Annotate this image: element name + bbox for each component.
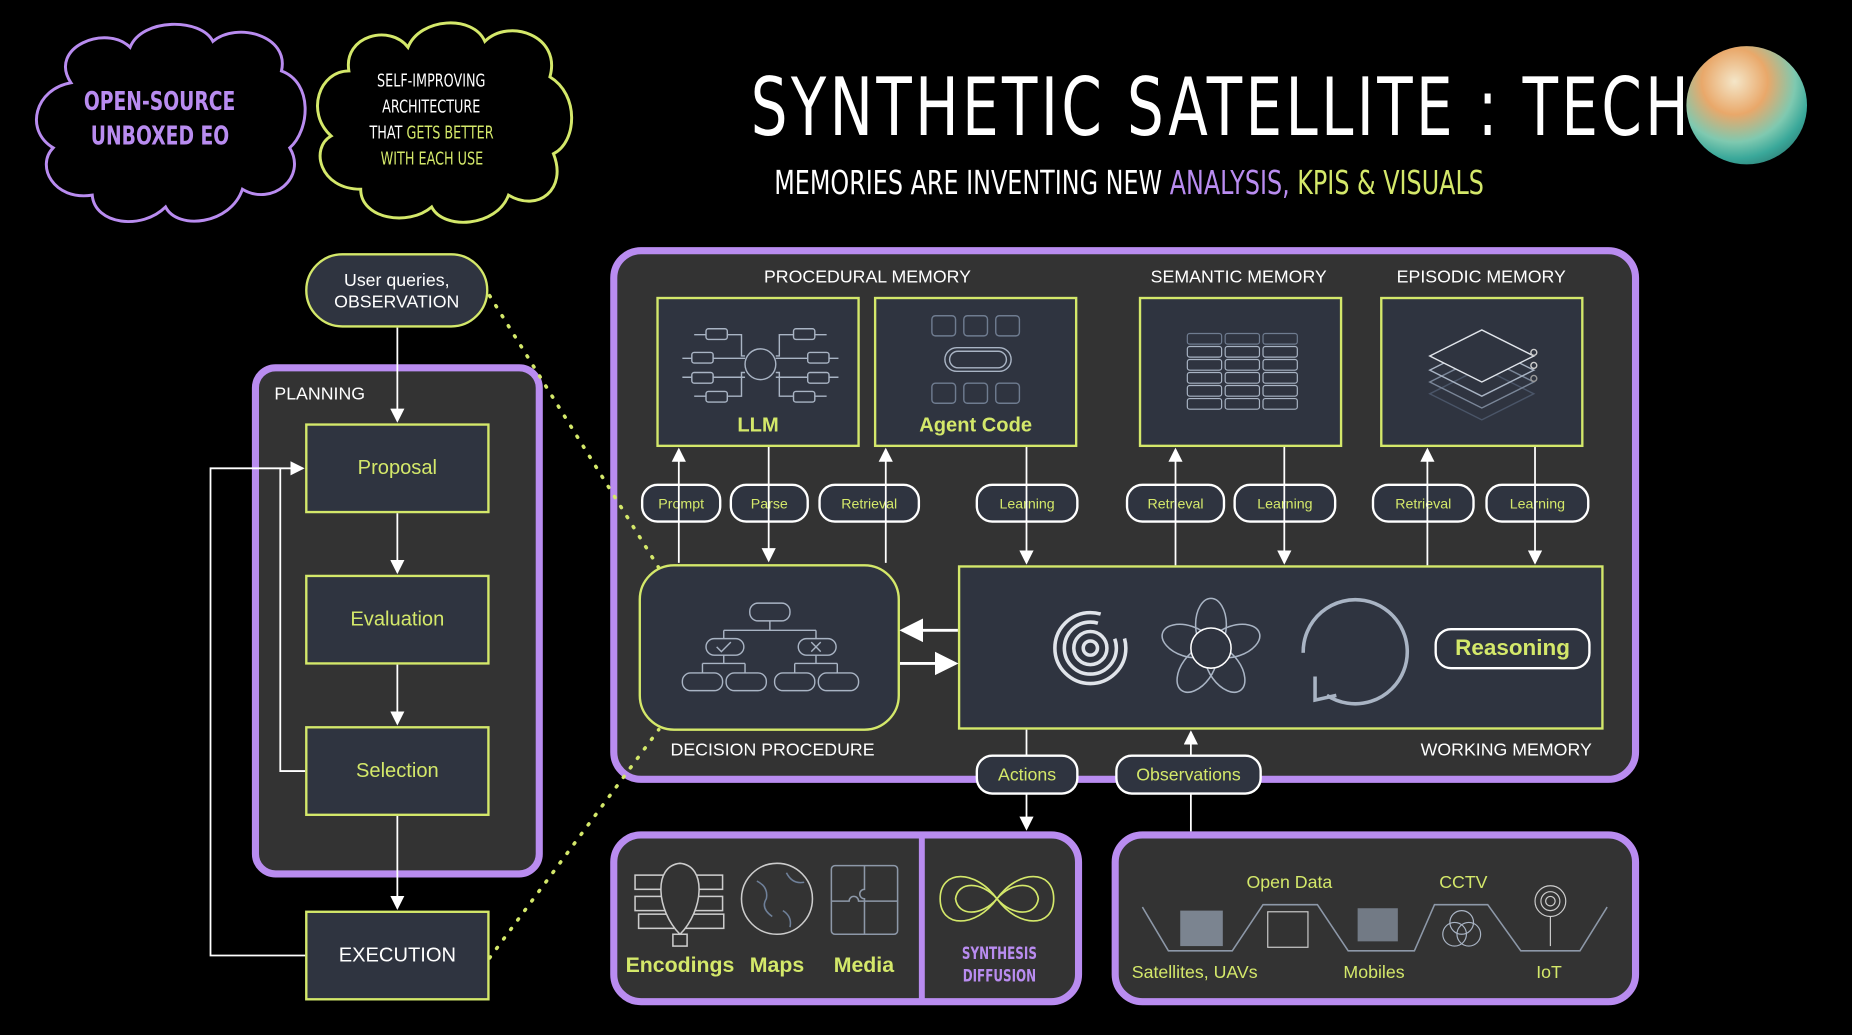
semantic-memory-box xyxy=(1138,296,1343,448)
evaluation-step: Evaluation xyxy=(305,574,490,665)
satellites-uavs-label: Satellites, UAVs xyxy=(1131,962,1258,983)
media-label: Media xyxy=(833,953,895,977)
cctv-icon xyxy=(1442,910,1482,947)
cloud-accent: GETS BETTER xyxy=(406,121,494,144)
grid-cell xyxy=(1224,345,1261,358)
grid-cell xyxy=(1262,397,1298,410)
title-text: SYNTHETIC SATELLITE : TECH xyxy=(750,61,1693,155)
self-improving-cloud: SELF-IMPROVING ARCHITECTURE THAT GETS BE… xyxy=(319,67,544,171)
puzzle-icon xyxy=(830,864,899,936)
cloud-line: THAT xyxy=(369,121,407,144)
synthesis-line: SYNTHESIS xyxy=(961,944,1037,964)
globe-map-icon xyxy=(740,862,814,936)
user-queries-node: User queries, OBSERVATION xyxy=(305,253,489,328)
grid-cell xyxy=(1186,358,1223,371)
open-source-cloud: OPEN-SOURCE UNBOXED EO xyxy=(47,85,272,154)
grid-cell xyxy=(1186,397,1223,410)
mobiles-icon xyxy=(1357,908,1398,942)
infinity-icon xyxy=(939,875,1055,922)
prompt-pill: Prompt xyxy=(640,483,722,523)
cloud-line: SELF-IMPROVING xyxy=(377,69,486,92)
maps-label: Maps xyxy=(749,953,805,977)
agent-code-label: Agent Code xyxy=(919,413,1033,437)
page-subtitle: MEMORIES ARE INVENTING NEW ANALYSIS, KPI… xyxy=(568,163,1691,202)
execution-step: EXECUTION xyxy=(305,910,490,1001)
reasoning-pill: Reasoning xyxy=(1434,627,1591,670)
sources-trough xyxy=(1141,903,1608,952)
grid-cell xyxy=(1186,384,1223,397)
grid-cell xyxy=(1224,371,1261,384)
cloud-line: WITH EACH USE xyxy=(380,147,483,170)
subtitle-purple: ANALYSIS, xyxy=(1170,163,1291,203)
flower-icon xyxy=(1161,597,1261,694)
outputs-divider xyxy=(918,834,925,1002)
agent-code-box: Agent Code xyxy=(873,296,1078,448)
open-data-icon xyxy=(1267,911,1309,948)
decision-procedure-box xyxy=(638,564,900,731)
open-data-label: Open Data xyxy=(1246,872,1333,893)
mobiles-label: Mobiles xyxy=(1343,962,1405,983)
input-line: OBSERVATION xyxy=(334,292,460,313)
cctv-label: CCTV xyxy=(1439,872,1488,893)
self-improving-cloud-outline xyxy=(316,21,573,224)
learning-pill: Learning xyxy=(1485,483,1590,523)
observations-pill: Observations xyxy=(1115,754,1262,795)
procedural-memory-title: PROCEDURAL MEMORY xyxy=(763,267,971,288)
retrieval-pill: Retrieval xyxy=(1371,483,1475,523)
grid-cell xyxy=(1262,345,1298,358)
open-source-cloud-outline xyxy=(35,22,307,223)
grid-cell xyxy=(1186,371,1223,384)
page-title: SYNTHETIC SATELLITE : TECH xyxy=(568,61,1691,154)
subtitle-green: KPIS & VISUALS xyxy=(1290,163,1485,203)
spiral-icon xyxy=(1053,610,1128,686)
encodings-label: Encodings xyxy=(625,953,735,977)
planning-title: PLANNING xyxy=(274,384,366,405)
grid-cell xyxy=(1262,371,1298,384)
input-line: User queries, xyxy=(344,270,450,291)
globe-logo xyxy=(1686,46,1808,165)
iot-icon xyxy=(1534,885,1567,947)
grid-cell xyxy=(1224,384,1261,397)
grid-cell xyxy=(1224,358,1261,371)
synthesis-diffusion-label: SYNTHESIS DIFFUSION xyxy=(934,943,1064,988)
layers-icon xyxy=(1428,329,1538,421)
llm-box: LLM xyxy=(656,296,860,448)
decision-tree-icon xyxy=(681,602,860,692)
semantic-memory-title: SEMANTIC MEMORY xyxy=(1150,267,1327,288)
grid-cell xyxy=(1262,384,1298,397)
decision-procedure-label: DECISION PROCEDURE xyxy=(670,740,875,761)
grid-cell xyxy=(1224,332,1261,345)
iot-label: IoT xyxy=(1536,962,1562,983)
selection-step: Selection xyxy=(305,726,490,816)
working-memory-box: Reasoning xyxy=(957,565,1604,730)
grid-cell xyxy=(1262,332,1298,345)
satellite-grid-icon xyxy=(1180,910,1223,947)
synthesis-line: DIFFUSION xyxy=(962,967,1037,987)
actions-pill: Actions xyxy=(975,754,1079,795)
neural-network-icon xyxy=(682,328,839,403)
episodic-memory-title: EPISODIC MEMORY xyxy=(1396,267,1566,288)
refresh-arrow-icon xyxy=(1301,597,1410,706)
grid-cell xyxy=(1186,345,1223,358)
lightbulb-icon xyxy=(634,862,725,947)
llm-label: LLM xyxy=(737,413,779,437)
cloud-line: OPEN-SOURCE xyxy=(83,87,236,118)
subtitle-plain: MEMORIES ARE INVENTING NEW xyxy=(774,163,1171,203)
grid-cell xyxy=(1186,332,1223,345)
proposal-step: Proposal xyxy=(305,423,490,514)
table-grid-icon xyxy=(1186,332,1298,410)
working-memory-label: WORKING MEMORY xyxy=(1420,740,1592,761)
grid-cell xyxy=(1262,358,1298,371)
agent-code-icon xyxy=(931,315,1021,404)
cloud-line: ARCHITECTURE xyxy=(382,95,481,118)
cloud-line: UNBOXED EO xyxy=(90,121,229,152)
grid-cell xyxy=(1224,397,1261,410)
working-memory-icons xyxy=(1053,597,1410,706)
retrieval-pill: Retrieval xyxy=(818,483,921,523)
episodic-memory-box xyxy=(1380,296,1584,448)
